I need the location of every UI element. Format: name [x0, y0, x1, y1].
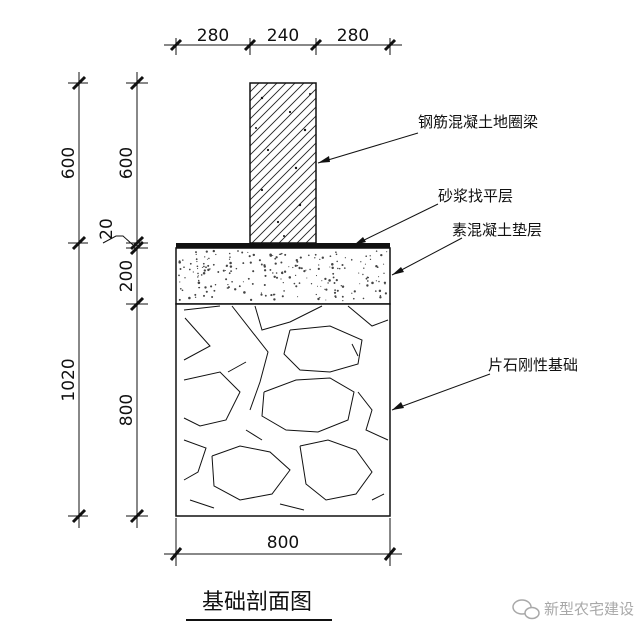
- label-concrete-cushion: 素混凝土垫层: [452, 221, 542, 239]
- concrete-cushion: [175, 247, 391, 305]
- dim-bottom-800: 800: [267, 533, 299, 553]
- mortar-layer: [176, 243, 390, 248]
- label-mortar-layer: 砂浆找平层: [438, 187, 513, 205]
- dim-left-1020: 1020: [59, 358, 79, 401]
- ring-beam: [249, 82, 317, 244]
- bottom-dimension: 800: [164, 518, 402, 566]
- top-dimension: 280 240 280: [164, 26, 402, 55]
- rubble-foundation: [175, 303, 391, 517]
- dim-inner-20: 20: [97, 218, 117, 240]
- left-outer-dimension: 600 1020: [59, 72, 88, 528]
- wechat-icon: [512, 599, 540, 620]
- dim-top-left: 280: [197, 26, 229, 46]
- label-rubble-foundation: 片石刚性基础: [488, 356, 578, 374]
- left-inner-dimension: 600 20 200 800: [97, 72, 148, 528]
- label-ring-beam: 钢筋混凝土地圈梁: [418, 113, 538, 131]
- callout-concrete-cushion: 素混凝土垫层: [391, 221, 542, 276]
- callout-ring-beam: 钢筋混凝土地圈梁: [317, 113, 538, 164]
- drawing-title: 基础剖面图: [202, 590, 312, 615]
- dim-inner-800: 800: [117, 394, 137, 426]
- dim-top-right: 280: [337, 26, 369, 46]
- watermark: 新型农宅建设: [512, 599, 634, 620]
- dim-left-600: 600: [59, 147, 79, 179]
- callout-rubble-foundation: 片石刚性基础: [391, 356, 578, 411]
- dim-inner-600: 600: [117, 147, 137, 179]
- dim-top-middle: 240: [267, 26, 299, 46]
- drawing-title-block: 基础剖面图: [186, 590, 332, 621]
- watermark-text: 新型农宅建设: [544, 600, 634, 618]
- callout-mortar-layer: 砂浆找平层: [353, 187, 513, 246]
- dim-inner-200: 200: [117, 260, 137, 292]
